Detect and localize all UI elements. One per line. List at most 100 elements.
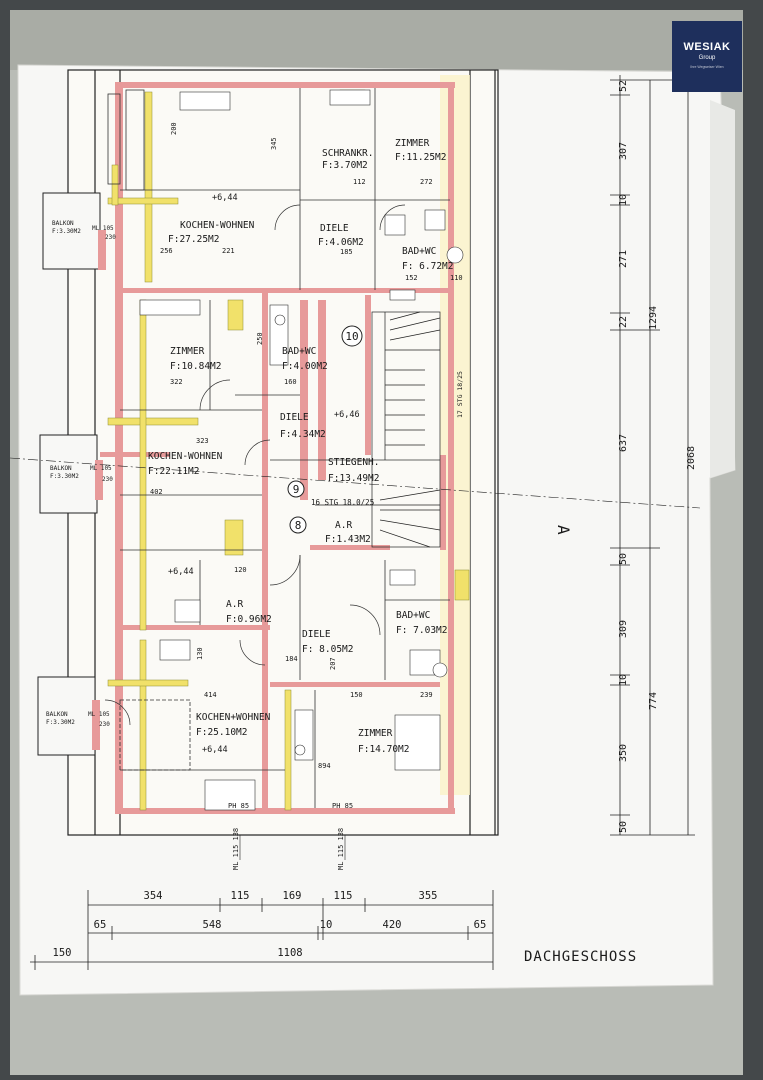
misc-130: 130 bbox=[196, 647, 204, 660]
room-bad-low-area: F: 7.03M2 bbox=[396, 625, 447, 636]
room-ar-mid-name: A.R bbox=[335, 520, 352, 531]
dim-r-50b: 50 bbox=[618, 821, 629, 833]
room-zimmer-low-area: F:14.70M2 bbox=[358, 744, 409, 755]
misc-ml-2: ML 115 138 bbox=[337, 828, 345, 870]
dim-r-1294: 1294 bbox=[648, 306, 659, 330]
room-ar-low-name: A.R bbox=[226, 599, 243, 610]
room-zimmer-mid-name: ZIMMER bbox=[170, 346, 205, 357]
misc-152: 152 bbox=[405, 274, 418, 282]
level-low: +6,44 bbox=[202, 745, 228, 755]
dim-b-115b: 115 bbox=[334, 890, 353, 902]
company-logo: WESIAK Group Ihre Wegweiser Wien bbox=[672, 21, 742, 92]
dim-r-10a: 10 bbox=[618, 194, 629, 206]
room-diele-low-name: DIELE bbox=[302, 629, 331, 640]
misc-ph-1: PH 85 bbox=[228, 802, 249, 810]
room-zimmer-top-name: ZIMMER bbox=[395, 138, 430, 149]
misc-185: 185 bbox=[340, 248, 353, 256]
dim-b-355: 355 bbox=[419, 890, 438, 902]
misc-160: 160 bbox=[284, 378, 297, 386]
dim-b-354: 354 bbox=[144, 890, 163, 902]
misc-323: 323 bbox=[196, 437, 209, 445]
misc-414: 414 bbox=[204, 691, 217, 699]
stair-count-high: 17 STG 18/25 bbox=[456, 371, 464, 418]
balkon-1-w: 230 bbox=[105, 234, 116, 241]
dim-b-169: 169 bbox=[283, 890, 302, 902]
misc-labels: PH 85 PH 85 ML 115 138 ML 115 138 894 34… bbox=[150, 122, 463, 870]
room-stiegen-name: STIEGENH. bbox=[328, 457, 379, 468]
dim-r-350: 350 bbox=[618, 744, 629, 762]
dim-r-50a: 50 bbox=[618, 553, 629, 565]
room-diele-top-name: DIELE bbox=[320, 223, 349, 234]
misc-ph-2: PH 85 bbox=[332, 802, 353, 810]
misc-150: 150 bbox=[350, 691, 363, 699]
right-dimensions: 52 307 10 271 22 637 50 309 10 350 50 12… bbox=[618, 80, 697, 833]
dim-r-774: 774 bbox=[648, 692, 659, 710]
balkon-3-area: F:3.30M2 bbox=[46, 719, 75, 726]
stair-count-low: 16 STG 18.0/25 bbox=[311, 498, 374, 507]
balkon-2-w: 230 bbox=[102, 476, 113, 483]
dim-r-10b: 10 bbox=[618, 674, 629, 686]
level-top: +6,44 bbox=[212, 193, 238, 203]
misc-402: 402 bbox=[150, 488, 163, 496]
misc-110: 110 bbox=[450, 274, 463, 282]
level-stair: +6,46 bbox=[334, 410, 360, 420]
room-schrank-area: F:3.70M2 bbox=[322, 160, 368, 171]
misc-272: 272 bbox=[420, 178, 433, 186]
balkon-3-ml: ML 105 bbox=[88, 711, 110, 718]
misc-184: 184 bbox=[285, 655, 298, 663]
room-kochen-low-name: KOCHEN+WOHNEN bbox=[196, 712, 271, 723]
dim-b-1108: 1108 bbox=[277, 947, 302, 959]
misc-ml-1: ML 115 138 bbox=[232, 828, 240, 870]
room-schrank-name: SCHRANKR. bbox=[322, 148, 373, 159]
bottom-dimensions: 354 115 169 115 355 65 548 10 420 65 150… bbox=[53, 890, 487, 959]
room-ar-low-area: F:0.96M2 bbox=[226, 614, 272, 625]
logo-tagline: Ihre Wegweiser Wien bbox=[690, 65, 724, 69]
misc-256: 256 bbox=[160, 247, 173, 255]
level-labels: +6,44 +6,44 +6,44 +6,46 bbox=[168, 193, 360, 755]
misc-200: 200 bbox=[170, 122, 178, 135]
misc-345: 345 bbox=[270, 137, 278, 150]
level-mid: +6,44 bbox=[168, 567, 194, 577]
room-kochen-low-area: F:25.10M2 bbox=[196, 727, 247, 738]
room-kochen-top-name: KOCHEN-WOHNEN bbox=[180, 220, 255, 231]
room-diele-low-area: F: 8.05M2 bbox=[302, 644, 353, 655]
balkon-2-label: BALKON bbox=[50, 465, 72, 472]
misc-221: 221 bbox=[222, 247, 235, 255]
balkon-2-area: F:3.30M2 bbox=[50, 473, 79, 480]
misc-250: 250 bbox=[256, 332, 264, 345]
room-bad-low-name: BAD+WC bbox=[396, 610, 430, 621]
room-ar-mid-area: F:1.43M2 bbox=[325, 534, 371, 545]
room-stiegen-area: F:13.49M2 bbox=[328, 473, 379, 484]
balkon-3-label: BALKON bbox=[46, 711, 68, 718]
misc-322: 322 bbox=[170, 378, 183, 386]
misc-239: 239 bbox=[420, 691, 433, 699]
dim-r-52: 52 bbox=[618, 80, 629, 92]
room-diele-mid-name: DIELE bbox=[280, 412, 309, 423]
balconies bbox=[37, 192, 106, 756]
misc-112: 112 bbox=[353, 178, 366, 186]
logo-subtitle: Group bbox=[698, 55, 716, 61]
balkon-labels: BALKON F:3.30M2 BALKON F:3.30M2 BALKON F… bbox=[46, 220, 116, 728]
room-zimmer-top-area: F:11.25M2 bbox=[395, 152, 446, 163]
room-kochen-mid-area: F:22.11M2 bbox=[148, 466, 199, 477]
room-labels: SCHRANKR. F:3.70M2 ZIMMER F:11.25M2 KOCH… bbox=[148, 138, 453, 755]
staircase bbox=[315, 311, 441, 548]
balkon-3-w: 230 bbox=[99, 721, 110, 728]
room-bad-top-area: F: 6.72M2 bbox=[402, 261, 453, 272]
section-marker: A bbox=[554, 525, 573, 535]
circle-labels: 10 9 8 bbox=[293, 330, 359, 532]
circle-10: 10 bbox=[345, 330, 358, 343]
balkon-1-label: BALKON bbox=[52, 220, 74, 227]
balkon-1-ml: ML 105 bbox=[92, 225, 114, 232]
misc-894: 894 bbox=[318, 762, 331, 770]
dim-b-548: 548 bbox=[203, 919, 222, 931]
dim-r-309: 309 bbox=[618, 620, 629, 638]
dim-b-420: 420 bbox=[383, 919, 402, 931]
dim-r-2068: 2068 bbox=[686, 446, 697, 470]
balkon-1-area: F:3.30M2 bbox=[52, 228, 81, 235]
dim-r-307: 307 bbox=[618, 142, 629, 160]
logo-name: WESIAK bbox=[683, 41, 731, 53]
dim-b-65a: 65 bbox=[94, 919, 107, 931]
room-kochen-top-area: F:27.25M2 bbox=[168, 234, 219, 245]
